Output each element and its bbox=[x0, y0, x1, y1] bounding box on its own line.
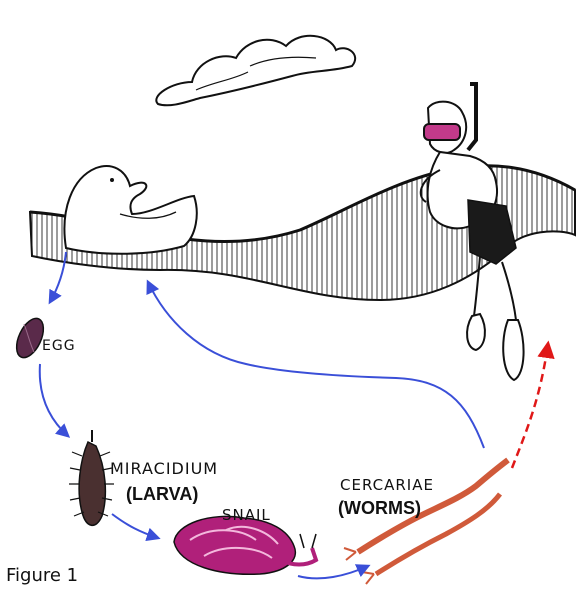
label-miracidium: MIRACIDIUM bbox=[110, 459, 218, 478]
cloud-illustration bbox=[156, 36, 355, 106]
label-snail: SNAIL bbox=[222, 506, 271, 524]
figure-caption: Figure 1 bbox=[6, 565, 78, 586]
arrow-snail-to-cercariae bbox=[298, 566, 368, 578]
label-larva: (LARVA) bbox=[126, 484, 198, 504]
arrow-miracidium-to-snail bbox=[112, 514, 158, 538]
snail-illustration bbox=[174, 516, 316, 574]
arrow-human-to-water bbox=[148, 282, 484, 448]
arrow-egg-to-miracidium bbox=[40, 364, 68, 436]
label-cercariae: CERCARIAE bbox=[340, 476, 434, 494]
label-egg: EGG bbox=[42, 338, 76, 354]
duck-illustration bbox=[64, 166, 196, 254]
miracidium-illustration bbox=[69, 430, 114, 525]
label-worms: (WORMS) bbox=[338, 498, 421, 518]
